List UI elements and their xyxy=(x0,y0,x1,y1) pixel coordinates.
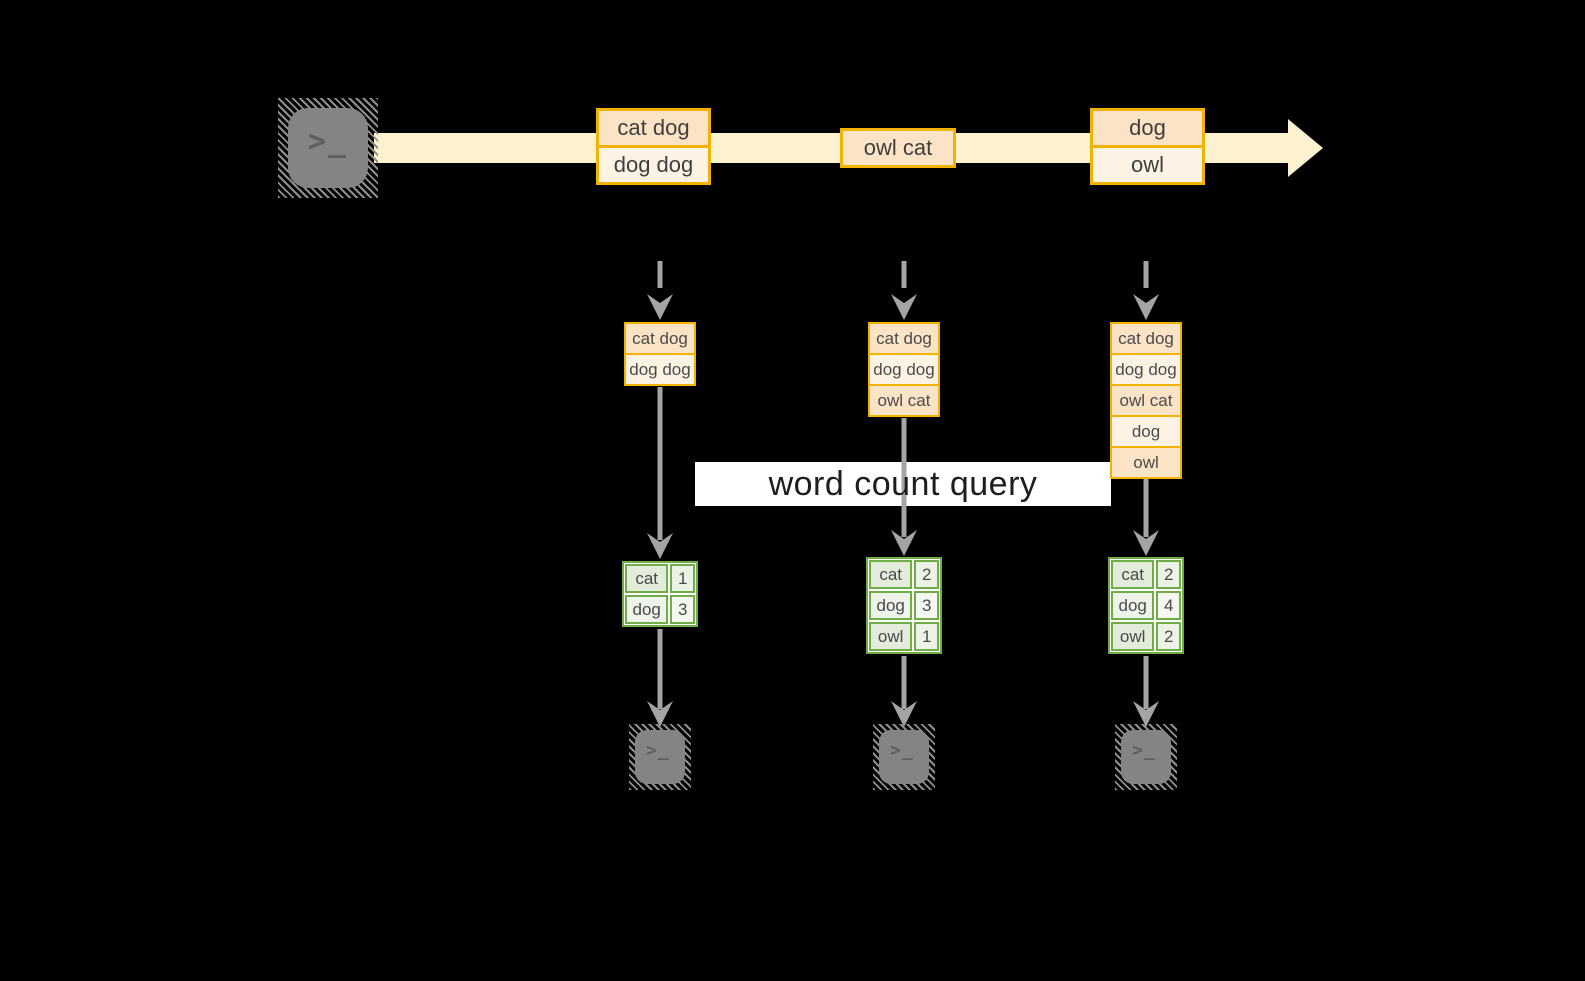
word-cell: cat xyxy=(1111,560,1155,589)
buffer-line: owl cat xyxy=(1112,384,1180,415)
count-cell: 1 xyxy=(914,622,939,651)
stream-event: owl xyxy=(1093,145,1202,182)
word-cell: dog xyxy=(625,595,669,624)
terminal-sink-icon-3: >_ xyxy=(1115,724,1177,790)
output-arrow-3 xyxy=(1133,656,1159,727)
ingest-arrow-1-head xyxy=(647,294,673,320)
buffer-line: dog dog xyxy=(626,353,694,384)
buffer-line: dog xyxy=(1112,415,1180,446)
query-arrow-1-head xyxy=(647,533,673,559)
buffer-line: owl cat xyxy=(870,384,938,415)
word-cell: cat xyxy=(869,560,913,589)
terminal-sink-icon-2: >_ xyxy=(873,724,935,790)
output-arrow-1 xyxy=(647,629,673,727)
table-row: owl 1 xyxy=(869,622,939,651)
count-cell: 1 xyxy=(670,564,695,593)
count-cell: 4 xyxy=(1156,591,1181,620)
stream-event: dog dog xyxy=(599,145,708,182)
stream-batch-3: dog owl xyxy=(1090,108,1205,185)
count-cell: 2 xyxy=(1156,622,1181,651)
terminal-prompt-glyph: >_ xyxy=(1132,740,1156,761)
buffer-line: dog dog xyxy=(870,353,938,384)
output-arrow-2-head xyxy=(891,701,917,727)
stream-event: owl cat xyxy=(843,131,953,165)
table-row: owl 2 xyxy=(1111,622,1181,651)
query-arrow-3 xyxy=(1133,478,1159,556)
terminal-sink-icon-1: >_ xyxy=(629,724,691,790)
word-cell: dog xyxy=(1111,591,1155,620)
terminal-prompt-glyph: >_ xyxy=(308,124,349,159)
count-table-2: cat 2 dog 3 owl 1 xyxy=(866,557,942,654)
stream-event: cat dog xyxy=(599,111,708,145)
terminal-source-screen: >_ xyxy=(288,108,368,188)
count-table-3: cat 2 dog 4 owl 2 xyxy=(1108,557,1184,654)
terminal-prompt-glyph: >_ xyxy=(646,740,670,761)
word-cell: owl xyxy=(869,622,913,651)
output-arrow-2 xyxy=(891,656,917,727)
count-cell: 3 xyxy=(914,591,939,620)
stream-event: dog xyxy=(1093,111,1202,145)
input-buffer-1: cat dog dog dog xyxy=(624,322,696,386)
terminal-sink-screen: >_ xyxy=(1121,730,1171,784)
query-arrow-2 xyxy=(891,418,917,556)
terminal-sink-screen: >_ xyxy=(635,730,685,784)
buffer-line: cat dog xyxy=(626,324,694,353)
output-arrow-3-head xyxy=(1133,701,1159,727)
input-buffer-3: cat dog dog dog owl cat dog owl xyxy=(1110,322,1182,479)
query-arrow-2-head xyxy=(891,530,917,556)
count-cell: 2 xyxy=(1156,560,1181,589)
table-row: cat 2 xyxy=(1111,560,1181,589)
ingest-arrow-1 xyxy=(647,261,673,320)
ingest-arrow-3 xyxy=(1133,261,1159,320)
output-arrow-1-head xyxy=(647,701,673,727)
count-table-1: cat 1 dog 3 xyxy=(622,561,698,627)
input-buffer-2: cat dog dog dog owl cat xyxy=(868,322,940,417)
word-cell: dog xyxy=(869,591,913,620)
stream-batch-1: cat dog dog dog xyxy=(596,108,711,185)
buffer-line: cat dog xyxy=(870,324,938,353)
buffer-line: cat dog xyxy=(1112,324,1180,353)
table-row: cat 2 xyxy=(869,560,939,589)
stream-arrowhead-icon xyxy=(1288,119,1323,177)
query-arrow-3-head xyxy=(1133,530,1159,556)
table-row: cat 1 xyxy=(625,564,695,593)
query-label: word count query xyxy=(768,464,1038,503)
buffer-line: dog dog xyxy=(1112,353,1180,384)
terminal-sink-screen: >_ xyxy=(879,730,929,784)
query-arrow-1 xyxy=(647,387,673,559)
stream-batch-2: owl cat xyxy=(840,128,956,168)
table-row: dog 3 xyxy=(625,595,695,624)
table-row: dog 3 xyxy=(869,591,939,620)
ingest-arrow-2 xyxy=(891,261,917,320)
count-cell: 2 xyxy=(914,560,939,589)
table-row: dog 4 xyxy=(1111,591,1181,620)
terminal-source-icon: >_ xyxy=(278,98,378,198)
ingest-arrow-2-head xyxy=(891,294,917,320)
word-cell: owl xyxy=(1111,622,1155,651)
terminal-prompt-glyph: >_ xyxy=(890,740,914,761)
buffer-line: owl xyxy=(1112,446,1180,477)
ingest-arrow-3-head xyxy=(1133,294,1159,320)
count-cell: 3 xyxy=(670,595,695,624)
word-cell: cat xyxy=(625,564,669,593)
